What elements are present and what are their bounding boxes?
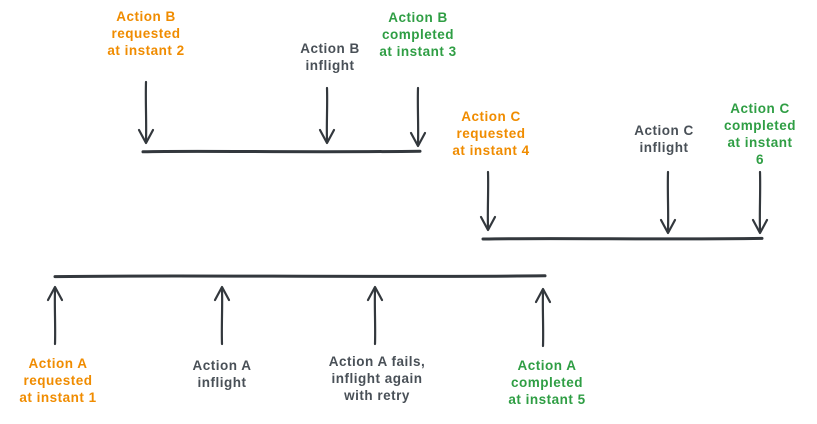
- arrow-a-inflight: [213, 285, 231, 346]
- label-b-requested: Action B requested at instant 2: [107, 9, 185, 58]
- label-c-requested: Action C requested at instant 4: [452, 109, 530, 158]
- label-a-completed: Action A completed at instant 5: [508, 358, 586, 407]
- arrow-b-requested: [137, 80, 155, 145]
- label-b-completed: Action B completed at instant 3: [379, 10, 457, 59]
- label-a-fails: Action A fails, inflight again with retr…: [328, 354, 426, 403]
- arrow-c-inflight: [659, 170, 677, 235]
- timeline-a-line: [53, 274, 547, 279]
- label-a-requested: Action A requested at instant 1: [19, 356, 97, 405]
- arrow-c-requested: [479, 170, 497, 232]
- label-c-completed: Action C completed at instant 6: [723, 101, 797, 167]
- label-a-inflight: Action A inflight: [192, 358, 252, 390]
- label-b-inflight: Action B inflight: [300, 41, 360, 73]
- arrow-b-completed: [409, 86, 427, 148]
- arrow-a-requested: [46, 285, 64, 346]
- arrow-b-inflight: [318, 86, 336, 145]
- arrow-a-completed: [534, 287, 552, 348]
- arrow-c-completed: [751, 170, 769, 235]
- label-c-inflight: Action C inflight: [634, 123, 694, 155]
- arrow-a-fails: [366, 285, 384, 346]
- timeline-b-line: [141, 149, 422, 154]
- timeline-c-line: [481, 236, 764, 241]
